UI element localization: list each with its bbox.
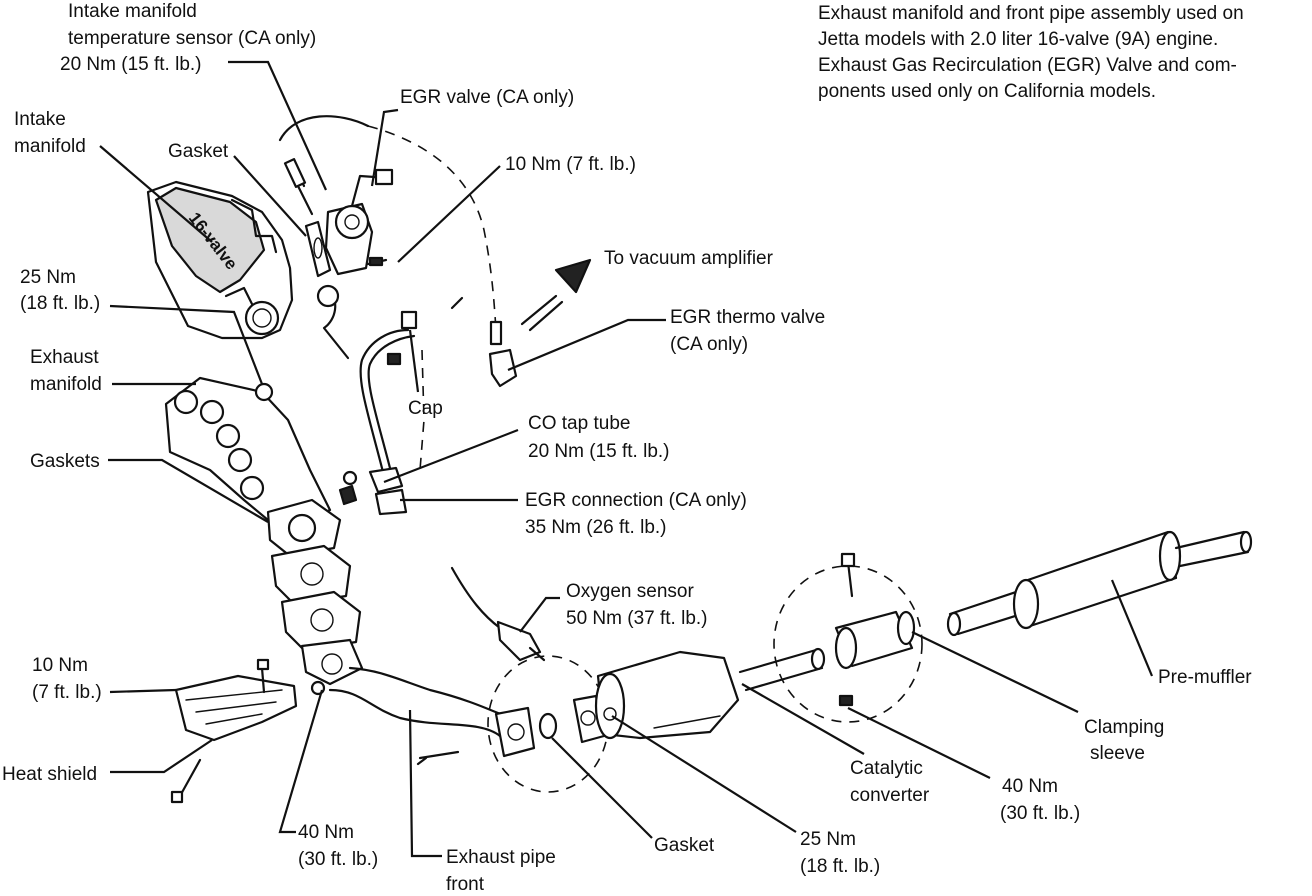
- label-clamp-nut-torque: 40 Nm (30 ft. lb.): [1000, 776, 1080, 824]
- label-catalytic-converter: Catalytic converter: [850, 758, 930, 806]
- part-labels: Intake manifold temperature sensor (CA o…: [2, 1, 1252, 895]
- label-line: 50 Nm (37 ft. lb.): [566, 608, 708, 629]
- label-line: EGR connection (CA only): [525, 490, 747, 511]
- label-line: Exhaust pipe: [446, 847, 556, 868]
- label-egr-thermo-valve: EGR thermo valve (CA only): [670, 307, 825, 355]
- label-line: front: [446, 874, 485, 895]
- clamp-detail-circle: [773, 565, 923, 723]
- label-line: 40 Nm: [298, 822, 354, 843]
- label-line: 20 Nm (15 ft. lb.): [60, 54, 202, 75]
- label-egr-valve: EGR valve (CA only): [400, 87, 574, 108]
- label-line: Catalytic: [850, 758, 923, 779]
- label-line: manifold: [14, 136, 86, 157]
- label-line: (30 ft. lb.): [1000, 803, 1080, 824]
- label-line: CO tap tube: [528, 413, 630, 434]
- label-heat-shield-torque: 10 Nm (7 ft. lb.): [32, 655, 102, 703]
- co-tap-tube-part: [338, 310, 425, 516]
- label-gasket-top: Gasket: [168, 141, 229, 162]
- gaskets-part: [270, 544, 364, 696]
- label-line: (CA only): [670, 334, 748, 355]
- label-line: 10 Nm: [32, 655, 88, 676]
- exhaust-manifold-part: [164, 376, 342, 558]
- label-clamping-sleeve: Clamping sleeve: [1084, 717, 1164, 764]
- label-line: EGR thermo valve: [670, 307, 825, 328]
- label-line: Exhaust: [30, 347, 99, 368]
- label-line: (18 ft. lb.): [20, 293, 100, 314]
- label-heat-shield: Heat shield: [2, 764, 97, 785]
- label-vacuum-amplifier: To vacuum amplifier: [604, 248, 774, 269]
- label-line: temperature sensor (CA only): [68, 28, 316, 49]
- label-line: (30 ft. lb.): [298, 849, 378, 870]
- caption-line-3: Exhaust Gas Recirculation (EGR) Valve an…: [818, 55, 1237, 76]
- label-exhaust-pipe-front: Exhaust pipe front: [446, 847, 556, 895]
- label-intake-manifold: Intake manifold: [14, 109, 86, 157]
- label-line: 25 Nm: [20, 267, 76, 288]
- label-line: Intake: [14, 109, 66, 130]
- label-line: sleeve: [1090, 743, 1145, 764]
- label-line: 20 Nm (15 ft. lb.): [528, 441, 670, 462]
- caption-line-2: Jetta models with 2.0 liter 16-valve (9A…: [818, 29, 1218, 50]
- intake-manifold-part: 16-valve: [146, 180, 294, 340]
- label-line: 35 Nm (26 ft. lb.): [525, 517, 667, 538]
- label-gasket-bottom: Gasket: [654, 835, 715, 856]
- heat-shield-part: [170, 658, 298, 804]
- label-manifold-nut-torque: 25 Nm (18 ft. lb.): [20, 267, 100, 314]
- label-egr-connection: EGR connection (CA only) 35 Nm (26 ft. l…: [525, 490, 747, 538]
- label-intake-temp-sensor: Intake manifold temperature sensor (CA o…: [60, 1, 316, 75]
- parts-drawing: 16-valve: [146, 115, 1253, 804]
- vacuum-hose: [278, 115, 592, 388]
- exhaust-pipe-front-part: [328, 666, 536, 766]
- label-co-tap-tube: CO tap tube 20 Nm (15 ft. lb.): [528, 413, 670, 462]
- pre-muffler-part: [946, 530, 1253, 637]
- label-line: Oxygen sensor: [566, 581, 694, 602]
- label-oxygen-sensor: Oxygen sensor 50 Nm (37 ft. lb.): [566, 581, 708, 629]
- diagram-caption: Exhaust manifold and front pipe assembly…: [818, 3, 1244, 102]
- label-line: 40 Nm: [1002, 776, 1058, 797]
- label-line: manifold: [30, 374, 102, 395]
- label-egr-bolt-torque: 10 Nm (7 ft. lb.): [505, 154, 636, 175]
- clamping-sleeve-part: [834, 552, 916, 707]
- label-line: (7 ft. lb.): [32, 682, 102, 703]
- label-line: (18 ft. lb.): [800, 856, 880, 877]
- label-line: 25 Nm: [800, 829, 856, 850]
- caption-line-4: ponents used only on California models.: [818, 81, 1156, 102]
- egr-valve-part: [283, 158, 394, 360]
- label-line: Clamping: [1084, 717, 1164, 738]
- catalytic-converter-part: [572, 647, 826, 744]
- label-pre-muffler: Pre-muffler: [1158, 667, 1252, 688]
- label-cap: Cap: [408, 398, 443, 419]
- label-cat-flange-torque: 25 Nm (18 ft. lb.): [800, 829, 880, 877]
- leader-lines: [99, 60, 1154, 858]
- oxygen-sensor-part: [450, 566, 546, 662]
- label-flange-nut-torque: 40 Nm (30 ft. lb.): [298, 822, 378, 870]
- flange-gasket-part: [538, 712, 558, 740]
- label-line: Intake manifold: [68, 1, 197, 22]
- label-line: converter: [850, 785, 930, 806]
- label-gaskets: Gaskets: [30, 451, 100, 472]
- caption-line-1: Exhaust manifold and front pipe assembly…: [818, 3, 1244, 24]
- label-exhaust-manifold: Exhaust manifold: [30, 347, 102, 395]
